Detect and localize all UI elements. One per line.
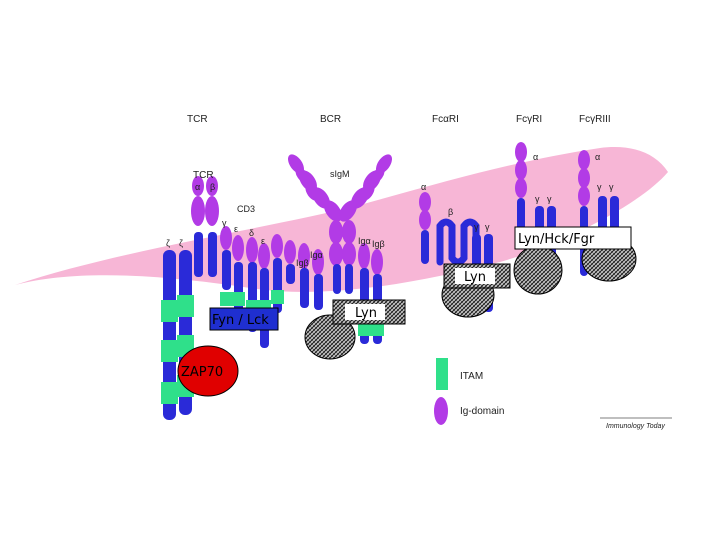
header-fcgriii: FcγRIII — [579, 114, 611, 125]
cd3-gamma-label: γ — [222, 218, 227, 228]
cd3-gamma-chain — [220, 226, 233, 306]
lyn-kinase-bcr — [304, 314, 356, 360]
legend-ig-domain-swatch — [434, 397, 448, 425]
igb-left-label: Igβ — [296, 258, 309, 268]
tcr-label: TCR — [193, 170, 214, 181]
legend-ig-domain-label: Ig-domain — [460, 406, 504, 417]
cd3-epsilon-chain-2 — [258, 243, 271, 348]
cd3-epsilon2-label: ε — [261, 236, 265, 246]
legend: ITAM Ig-domain — [434, 358, 504, 425]
lyn-bcr-box-fill — [345, 304, 385, 320]
zeta2-label: ζ — [179, 238, 183, 248]
cd3-epsilon-label: ε — [234, 224, 238, 234]
fyn-lck-box — [209, 307, 279, 331]
lyn-fc-label: Lyn — [464, 270, 486, 285]
sigm-stem — [329, 220, 356, 294]
header-fcgri: FcγRI — [516, 114, 542, 125]
fcgriii-alpha-label: α — [595, 152, 600, 162]
tcr-alpha-chain — [191, 176, 205, 277]
lyn-hck-fgr-box — [514, 226, 632, 250]
fcgriii-gamma1-label: γ — [597, 182, 602, 192]
fcgriii-gamma2-label: γ — [609, 182, 614, 192]
cd3-delta-label: δ — [249, 228, 254, 238]
cd3-epsilon-chain-3 — [284, 240, 296, 284]
zap70-kinase — [177, 345, 239, 397]
zeta1-label: ζ — [166, 238, 170, 248]
fcgri-alpha-label: α — [533, 152, 538, 162]
header-fcari: FcαRI — [432, 114, 459, 125]
sigm-right-arm — [339, 154, 392, 222]
tcr-beta-chain — [205, 176, 219, 277]
iga-right-label: Igα — [358, 236, 371, 246]
legend-itam-label: ITAM — [460, 371, 483, 382]
sigm-left-arm — [288, 154, 342, 222]
iga-left-label: Igα — [310, 250, 323, 260]
zap70-label: ZAP70 — [181, 365, 223, 380]
lyn-hck-fgr-kinase-1 — [513, 245, 563, 295]
fcgri-gamma2-label: γ — [547, 194, 552, 204]
fcari-gamma2-label: γ — [485, 222, 490, 232]
legend-itam-swatch — [436, 358, 448, 390]
fcari-alpha-label: α — [421, 182, 426, 192]
fyn-lck-label: Fyn / Lck — [212, 313, 269, 328]
lyn-bcr-label: Lyn — [355, 306, 377, 321]
tcr-alpha-label: α — [195, 182, 200, 192]
zeta-chain-left — [161, 250, 178, 420]
cd3-extra-chain — [271, 234, 284, 313]
cd3-epsilon-chain — [232, 235, 245, 314]
fcari-gamma1-label: γ — [474, 222, 479, 232]
sigm-label: sIgM — [330, 169, 350, 179]
ig-beta-right — [371, 249, 384, 344]
igb-right-label: Igβ — [372, 239, 385, 249]
ig-alpha-right — [358, 243, 371, 344]
credit-text: Immunology Today — [606, 423, 665, 430]
cd3-label: CD3 — [237, 204, 255, 214]
header-tcr: TCR — [187, 114, 208, 125]
ig-beta-left — [312, 249, 324, 310]
tcr-beta-label: β — [210, 182, 215, 192]
ig-alpha-left — [298, 243, 310, 308]
lyn-fc-box-fill — [455, 268, 495, 284]
fcgri-gamma1-label: γ — [535, 194, 540, 204]
fcari-beta-label: β — [448, 207, 453, 217]
lyn-hck-fgr-label: Lyn/Hck/Fgr — [518, 232, 595, 247]
header-bcr: BCR — [320, 114, 341, 125]
